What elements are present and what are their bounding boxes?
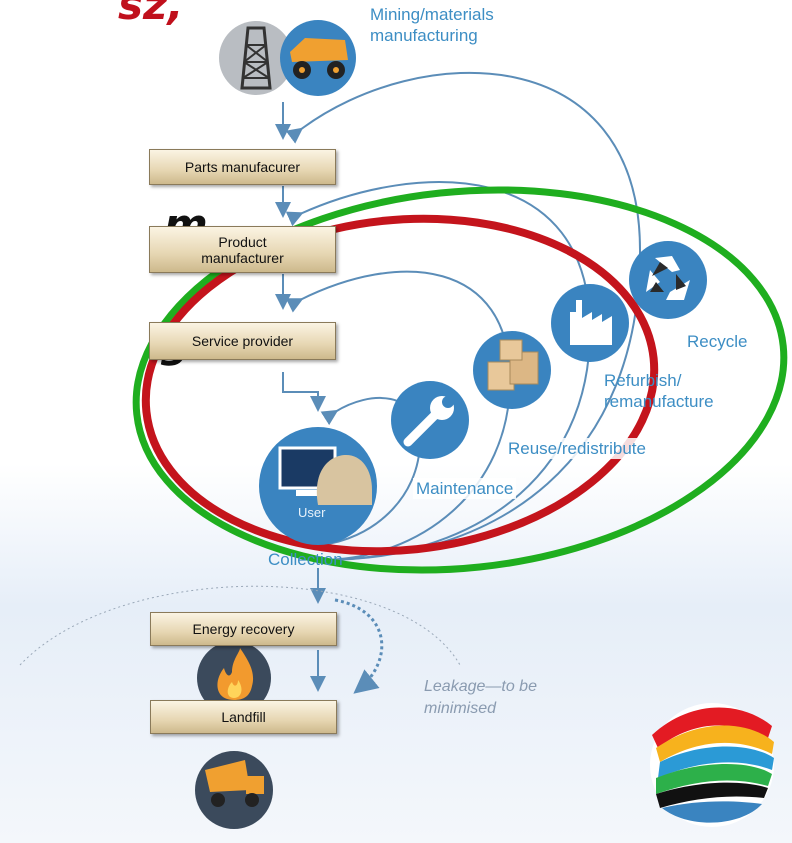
parts-manufacturer-box: Parts manufacurer [149,149,336,185]
refurbish-remanufacture-label: Refurbish/ remanufacture [604,371,714,411]
service-provider-label: Service provider [191,333,294,349]
energy-recovery-label: Energy recovery [192,621,295,637]
user-icon [259,427,377,545]
product-manufacturer-label: Product manufacturer [201,233,284,266]
recycle-label: Recycle [684,331,751,352]
green-highlight-ring [132,186,788,574]
organization-logo [650,703,774,827]
recycle-loop-arc [285,71,642,561]
product-manufacturer-box: Product manufacturer [149,226,336,273]
maintenance-label: Maintenance [413,478,517,499]
boxes-icon [473,331,551,409]
oil-rig-icon [219,21,293,95]
mining-materials-label: Mining/materials manufacturing [370,5,494,45]
landfill-box: Landfill [150,700,337,734]
cropped-heading-fragment: sz, [118,0,184,29]
service-provider-box: Service provider [149,322,336,360]
red-highlight-ring [141,214,659,556]
mining-truck-icon [280,20,356,96]
leakage-label: Leakage—to be minimised [424,678,537,717]
parts-manufacturer-label: Parts manufacurer [184,159,301,175]
collection-label: Collection [268,550,343,569]
dump-truck-icon [195,751,273,829]
fire-icon [197,641,271,715]
leakage-arrow [334,598,384,694]
reuse-redistribute-label: Reuse/redistribute [505,438,649,459]
factory-icon [551,284,629,362]
wrench-icon [391,381,469,459]
flow-arrow [282,372,326,412]
landfill-label: Landfill [221,709,266,725]
energy-recovery-box: Energy recovery [150,612,337,646]
recycle-icon [629,241,707,319]
user-label: User [298,505,326,520]
